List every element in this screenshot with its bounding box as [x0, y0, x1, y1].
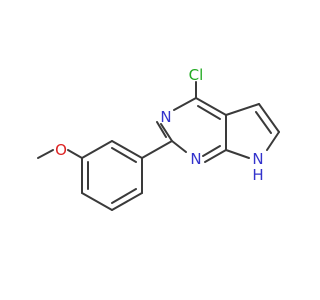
bond-benzene-double-2 — [111, 188, 137, 204]
bond-c7a-n-lower — [204, 149, 227, 163]
bond-n-upper-c4 — [173, 97, 197, 111]
bond-n-pyrrole-c7a — [225, 149, 250, 159]
bond-benzene-4 — [111, 192, 143, 211]
bond-c5-c6-double — [255, 111, 272, 134]
bond-c4-c4a-double — [197, 105, 221, 120]
bond-benzene-1 — [81, 140, 113, 159]
chlorine-label: Cl — [189, 66, 204, 84]
bond-c4a-c5 — [225, 103, 260, 116]
nitrogen-upper-label: N — [160, 108, 171, 126]
nitrogen-lower-label: N — [190, 150, 201, 168]
bond-benzene-5 — [81, 192, 113, 211]
bond-n-lower-c2 — [171, 140, 187, 153]
molecule-canvas: Cl N N N H O — [37, 66, 280, 211]
bond-benzene-2 — [111, 140, 143, 159]
nitrogen-pyrrole-label: N — [252, 150, 263, 168]
molecule-structure: Cl N N N H O — [37, 66, 280, 211]
bond-c4-c4a — [195, 97, 227, 116]
bond-c7a-n-lower-double — [202, 145, 221, 157]
bond-aryl-pyrimidine — [141, 140, 173, 159]
oxygen-label: O — [55, 141, 67, 159]
bond-c2-n-upper-double — [156, 121, 167, 138]
bond-c5-c6 — [258, 103, 280, 133]
bond-layer — [37, 81, 280, 211]
bond-c6-n-pyrrole — [266, 131, 280, 151]
bond-c2-n-upper — [160, 123, 173, 142]
bond-methyl-oxygen — [37, 149, 54, 159]
bond-benzene-double-1 — [111, 147, 137, 163]
atom-label-layer: Cl N N N H O — [55, 66, 264, 184]
bond-oxygen-aryl — [67, 149, 83, 159]
nitrogen-hydrogen-label: H — [252, 166, 263, 184]
